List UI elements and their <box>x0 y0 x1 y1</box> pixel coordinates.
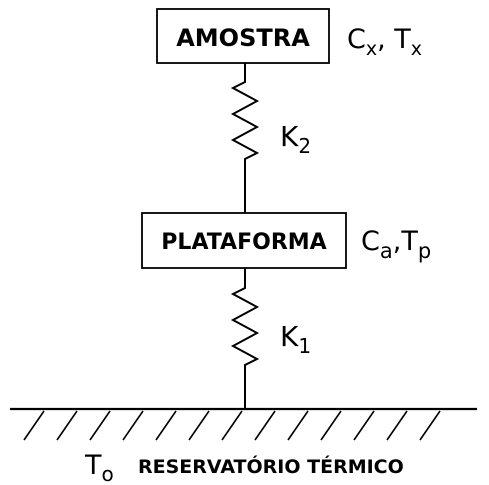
sample-parameters: Cx, Tx <box>347 24 422 60</box>
sample-capacity-symbol: C <box>347 24 366 55</box>
sample-param-separator: , <box>377 24 394 55</box>
hatch-line <box>89 410 111 441</box>
hatch-line <box>287 410 309 441</box>
lower-spring-symbol: K <box>280 320 299 353</box>
hatch-line <box>254 410 276 441</box>
hatch-line <box>56 410 78 441</box>
platform-capacity-symbol: C <box>361 226 380 257</box>
sample-capacity-subscript: x <box>366 38 377 60</box>
platform-temperature-subscript: p <box>418 239 431 263</box>
upper-spring-symbol: K <box>280 120 299 153</box>
reservoir-temperature-symbol: T <box>84 450 102 481</box>
platform-temperature-symbol: T <box>400 226 418 257</box>
upper-spring <box>230 63 260 213</box>
reservoir-temperature-subscript: o <box>102 462 114 485</box>
reservoir-temperature: To <box>84 450 114 485</box>
hatch-line <box>353 410 375 441</box>
hatch-line <box>155 410 177 441</box>
platform-box <box>141 212 347 269</box>
sample-temperature-subscript: x <box>411 38 422 60</box>
sample-temperature-symbol: T <box>393 24 411 55</box>
platform-capacity-subscript: a <box>380 239 393 263</box>
sample-label: AMOSTRA <box>176 24 310 52</box>
hatch-line <box>419 410 441 441</box>
platform-label: PLATAFORMA <box>161 230 326 255</box>
lower-spring-constant: K1 <box>280 320 311 358</box>
hatch-line <box>188 410 210 441</box>
ground-hatching <box>23 410 441 441</box>
platform-parameters: Ca,Tp <box>361 226 431 263</box>
hatch-line <box>122 410 144 441</box>
platform-param-separator: , <box>393 226 402 257</box>
lower-spring-subscript: 1 <box>298 334 311 358</box>
upper-spring-constant: K2 <box>280 120 311 158</box>
hatch-line <box>386 410 408 441</box>
sample-box <box>156 8 330 64</box>
hatch-line <box>221 410 243 441</box>
reservoir-label: RESERVATÓRIO TÉRMICO <box>138 454 404 478</box>
upper-spring-subscript: 2 <box>298 134 311 158</box>
lower-spring <box>230 268 260 409</box>
hatch-line <box>23 410 45 441</box>
hatch-line <box>320 410 342 441</box>
